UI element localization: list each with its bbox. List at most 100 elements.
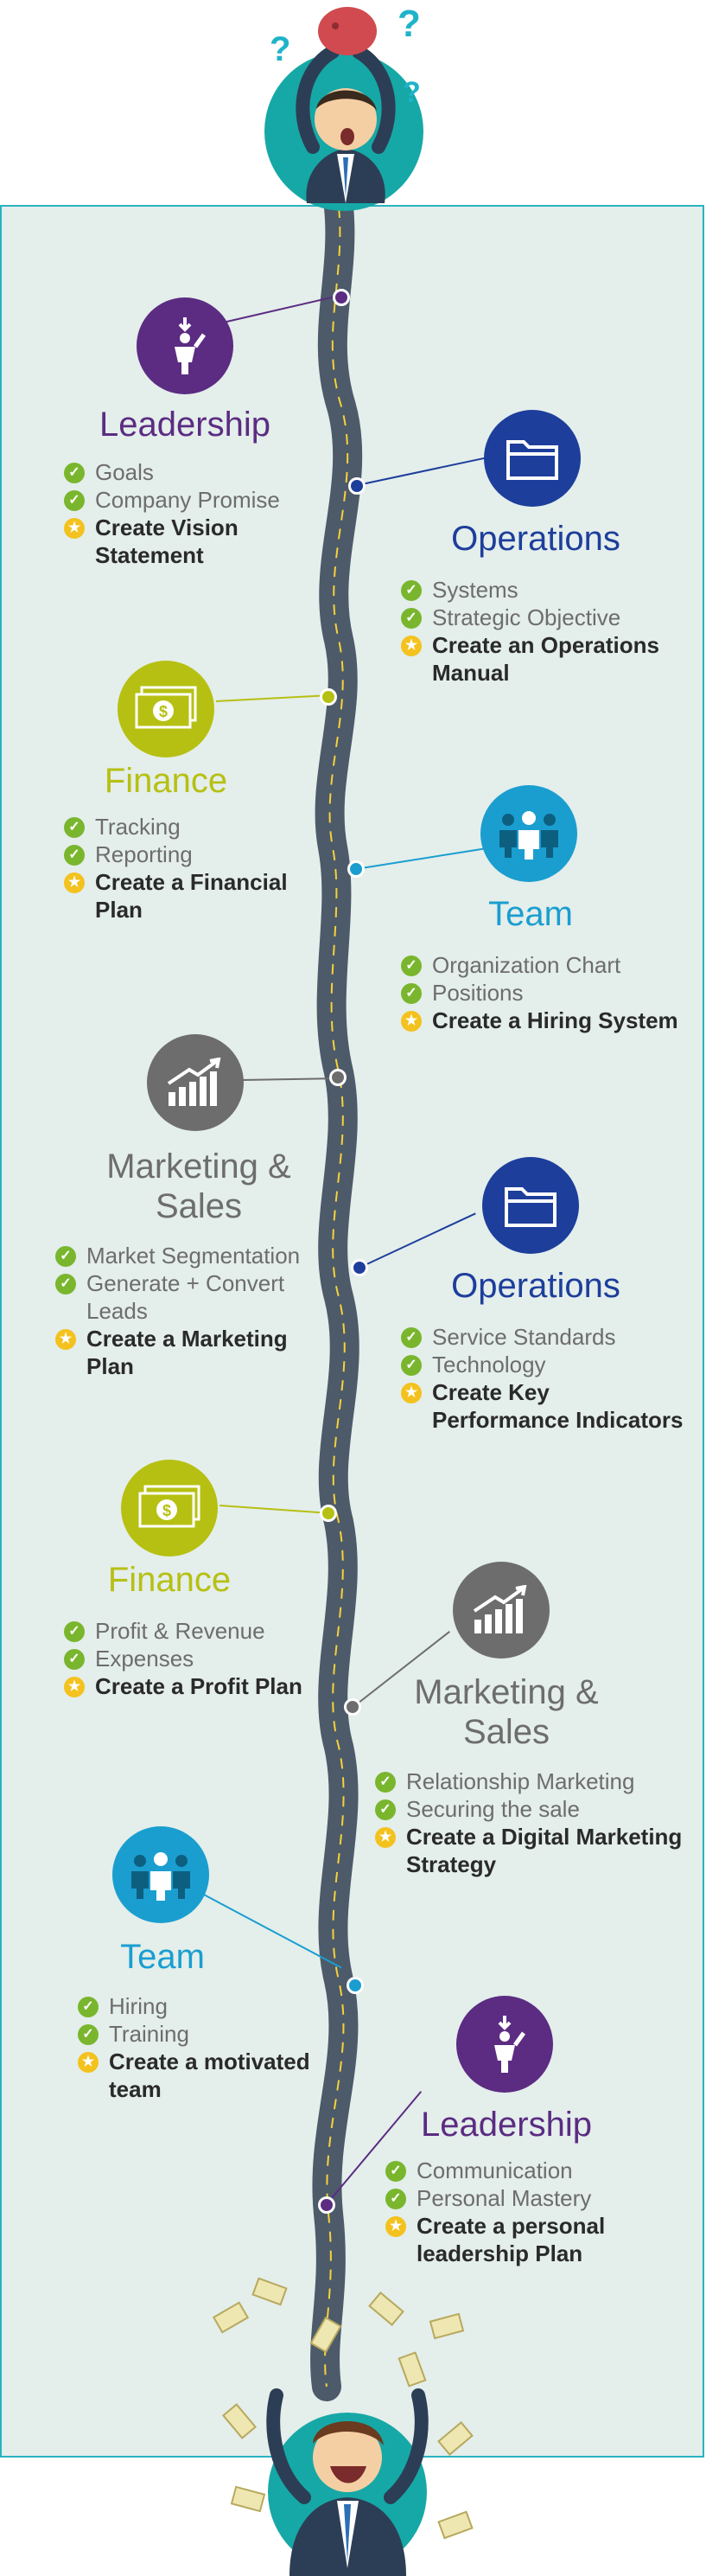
- section-title: Marketing & Sales: [106, 1147, 291, 1225]
- confused-businessman-illustration: ? ? ?: [251, 0, 441, 225]
- list-item: ✓Securing the sale: [375, 1795, 695, 1823]
- list-item: ✓Training: [78, 2020, 337, 2048]
- star-icon: ★: [64, 873, 85, 893]
- check-icon: ✓: [401, 580, 422, 601]
- folder-icon: [506, 440, 558, 480]
- team-icon-circle: [480, 785, 577, 882]
- operations-icon-circle: [482, 1157, 579, 1254]
- check-icon: ✓: [375, 1772, 396, 1793]
- check-icon: ✓: [55, 1274, 76, 1294]
- check-icon: ✓: [64, 490, 85, 511]
- dollar-bills-icon: $: [135, 686, 197, 729]
- check-icon: ✓: [401, 956, 422, 976]
- list-item: ✓Profit & Revenue: [64, 1617, 340, 1645]
- marketing-icon-circle: [453, 1562, 550, 1659]
- road-marker: [320, 1505, 337, 1522]
- star-icon: ★: [401, 1383, 422, 1403]
- list-item: ✓Positions: [401, 979, 686, 1007]
- goal-item: ★Create a Profit Plan: [64, 1672, 340, 1700]
- check-icon: ✓: [64, 845, 85, 866]
- leadership-icon-circle: [456, 1996, 553, 2093]
- svg-text:?: ?: [398, 3, 421, 45]
- team-icon-circle: [112, 1826, 209, 1923]
- section-title: Operations: [451, 520, 620, 558]
- star-icon: ★: [385, 2216, 406, 2237]
- section-items: ✓Profit & Revenue ✓Expenses ★Create a Pr…: [64, 1617, 340, 1700]
- marketing-icon-circle: [147, 1034, 244, 1131]
- svg-text:$: $: [159, 703, 168, 720]
- check-icon: ✓: [385, 2161, 406, 2182]
- star-icon: ★: [401, 636, 422, 656]
- goal-item: ★Create a Financial Plan: [64, 868, 323, 924]
- list-item: ✓Systems: [401, 576, 686, 604]
- list-item: ✓Strategic Objective: [401, 604, 686, 631]
- check-icon: ✓: [78, 1997, 99, 2017]
- road-marker: [351, 1259, 368, 1276]
- road-marker: [320, 688, 337, 706]
- section-title: Operations: [451, 1267, 620, 1305]
- star-icon: ★: [64, 1677, 85, 1697]
- check-icon: ✓: [78, 2024, 99, 2045]
- growth-chart-icon: [473, 1585, 527, 1633]
- list-item: ✓Organization Chart: [401, 951, 686, 979]
- list-item: ✓Communication: [385, 2157, 662, 2184]
- list-item: ✓Market Segmentation: [55, 1242, 332, 1269]
- section-items: ✓Organization Chart ✓Positions ★Create a…: [401, 951, 686, 1034]
- growth-chart-icon: [167, 1058, 221, 1106]
- section-title: Team: [120, 1938, 205, 1976]
- road-marker: [347, 860, 365, 878]
- goal-item: ★Create a Hiring System: [401, 1007, 686, 1034]
- section-title: Finance: [107, 1561, 232, 1599]
- goal-item: ★Create a Marketing Plan: [55, 1325, 332, 1380]
- list-item: ✓Company Promise: [64, 486, 323, 514]
- section-items: ✓Tracking ✓Reporting ★Create a Financial…: [64, 813, 323, 924]
- check-icon: ✓: [55, 1246, 76, 1267]
- goal-item: ★Create Vision Statement: [64, 514, 323, 569]
- svg-text:?: ?: [270, 30, 290, 68]
- road-marker: [318, 2196, 335, 2214]
- check-icon: ✓: [64, 1649, 85, 1670]
- svg-text:?: ?: [403, 76, 421, 109]
- section-items: ✓Relationship Marketing ✓Securing the sa…: [375, 1767, 695, 1878]
- list-item: ✓Hiring: [78, 1992, 337, 2020]
- star-icon: ★: [64, 518, 85, 539]
- check-icon: ✓: [375, 1799, 396, 1820]
- goal-item: ★Create an Operations Manual: [401, 631, 686, 687]
- section-items: ✓Hiring ✓Training ★Create a motivated te…: [78, 1992, 337, 2103]
- check-icon: ✓: [401, 608, 422, 629]
- dollar-bills-icon: $: [138, 1485, 200, 1528]
- leadership-icon-circle: [137, 297, 233, 394]
- section-title: Leadership: [99, 406, 270, 444]
- check-icon: ✓: [401, 1355, 422, 1376]
- person-arrow-icon: [494, 2016, 526, 2073]
- section-title: Leadership: [421, 2106, 592, 2144]
- section-title: Marketing & Sales: [414, 1673, 599, 1751]
- check-icon: ✓: [64, 463, 85, 483]
- road-marker: [347, 1977, 364, 1994]
- section-items: ✓Systems ✓Strategic Objective ★Create an…: [401, 576, 686, 687]
- road-marker: [329, 1069, 347, 1086]
- list-item: ✓Relationship Marketing: [375, 1767, 695, 1795]
- list-item: ✓Goals: [64, 458, 323, 486]
- check-icon: ✓: [401, 983, 422, 1004]
- list-item: ✓Reporting: [64, 841, 323, 868]
- star-icon: ★: [375, 1827, 396, 1848]
- check-icon: ✓: [401, 1327, 422, 1348]
- section-items: ✓Service Standards ✓Technology ★Create K…: [401, 1323, 686, 1434]
- happy-businessman-illustration: [207, 2266, 493, 2576]
- star-icon: ★: [78, 2052, 99, 2073]
- check-icon: ✓: [64, 1621, 85, 1642]
- road-marker: [348, 477, 366, 495]
- list-item: ✓Tracking: [64, 813, 323, 841]
- road-marker: [344, 1698, 361, 1716]
- list-item: ✓Generate + Convert Leads: [55, 1269, 332, 1325]
- check-icon: ✓: [385, 2189, 406, 2209]
- finance-icon-circle: $: [121, 1460, 218, 1556]
- list-item: ✓Service Standards: [401, 1323, 686, 1351]
- goal-item: ★Create a Digital Marketing Strategy: [375, 1823, 695, 1878]
- check-icon: ✓: [64, 817, 85, 838]
- section-title: Team: [488, 895, 573, 933]
- list-item: ✓Technology: [401, 1351, 686, 1378]
- section-title: Finance: [104, 762, 228, 800]
